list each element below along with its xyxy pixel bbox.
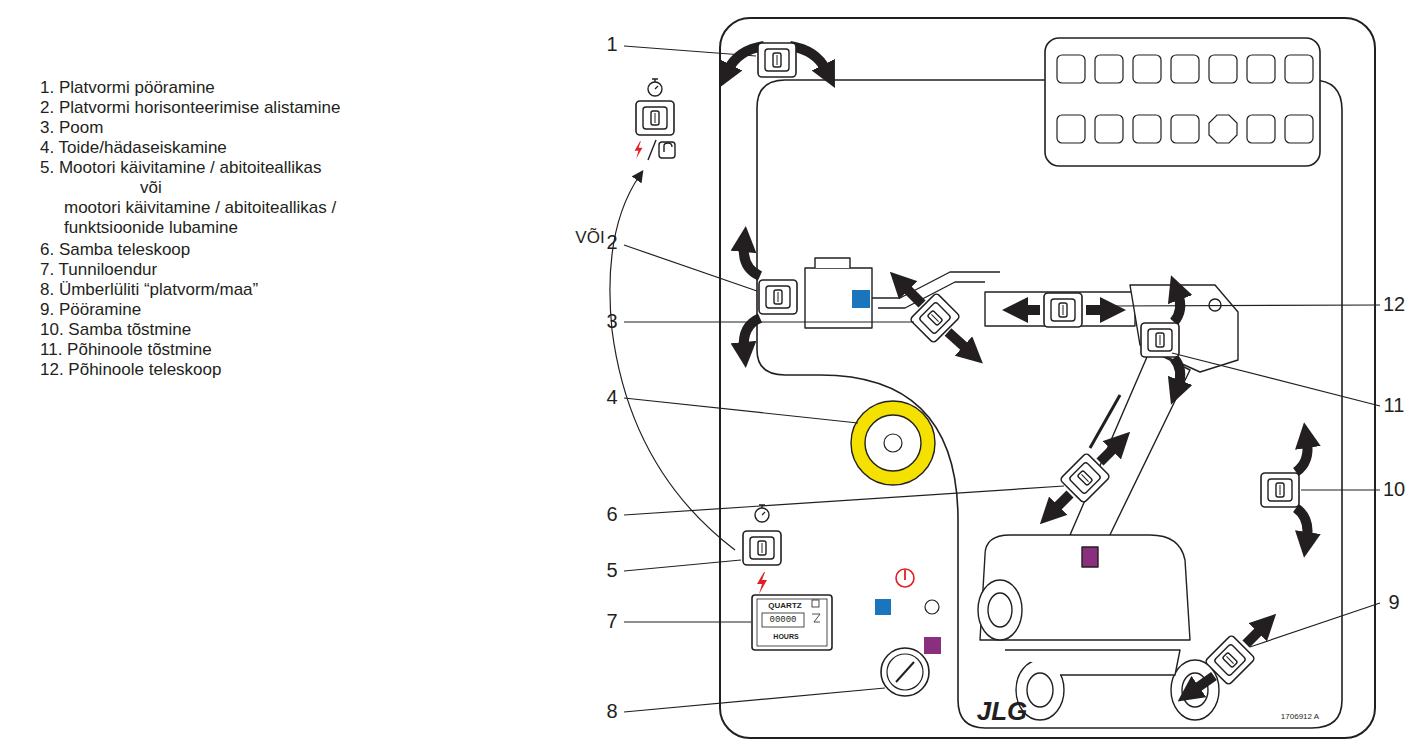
- callout-number: 7: [606, 610, 617, 634]
- or-label: VÕI: [575, 228, 604, 248]
- parts-list-item: 11. Põhinoole tõstmine: [40, 340, 212, 360]
- meter-digits: 00000: [769, 615, 796, 626]
- callout-number: 2: [606, 231, 617, 255]
- parts-list-item: mootori käivitamine / abitoiteallikas / …: [64, 198, 384, 238]
- part-number: 1706912 A: [1281, 712, 1319, 722]
- parts-list-item: või: [140, 178, 162, 198]
- parts-list-item: 1. Platvormi pööramine: [40, 78, 215, 98]
- meter-brand: QUARTZ: [768, 601, 801, 611]
- parts-list-item: 2. Platvormi horisonteerimise alistamine: [40, 98, 340, 118]
- parts-list-item: 5. Mootori käivitamine / abitoiteallikas: [40, 158, 322, 178]
- callout-number: 8: [606, 700, 617, 724]
- parts-list-item: 6. Samba teleskoop: [40, 240, 190, 260]
- callout-number: 12: [1383, 293, 1405, 317]
- callout-number: 5: [606, 559, 617, 583]
- callout-number: 9: [1388, 591, 1399, 615]
- parts-list-item: 12. Põhinoole teleskoop: [40, 360, 221, 380]
- parts-list-item: 7. Tunniloendur: [40, 260, 157, 280]
- callout-number: 4: [606, 386, 617, 410]
- callout-number: 1: [606, 33, 617, 57]
- callout-number: 11: [1384, 394, 1405, 418]
- brand-logo: JLG: [977, 696, 1028, 727]
- meter-unit: HOURS: [773, 632, 798, 641]
- callout-number: 6: [606, 503, 617, 527]
- parts-list-item: 10. Samba tõstmine: [40, 320, 191, 340]
- parts-list-item: 8. Ümberlüliti “platvorm/maa”: [40, 280, 258, 300]
- parts-list-item: 4. Toide/hädaseiskamine: [40, 138, 227, 158]
- parts-list-item: 9. Pööramine: [40, 300, 141, 320]
- callout-number: 3: [606, 310, 617, 334]
- callout-number: 10: [1383, 478, 1405, 502]
- parts-list-item: 3. Poom: [40, 118, 103, 138]
